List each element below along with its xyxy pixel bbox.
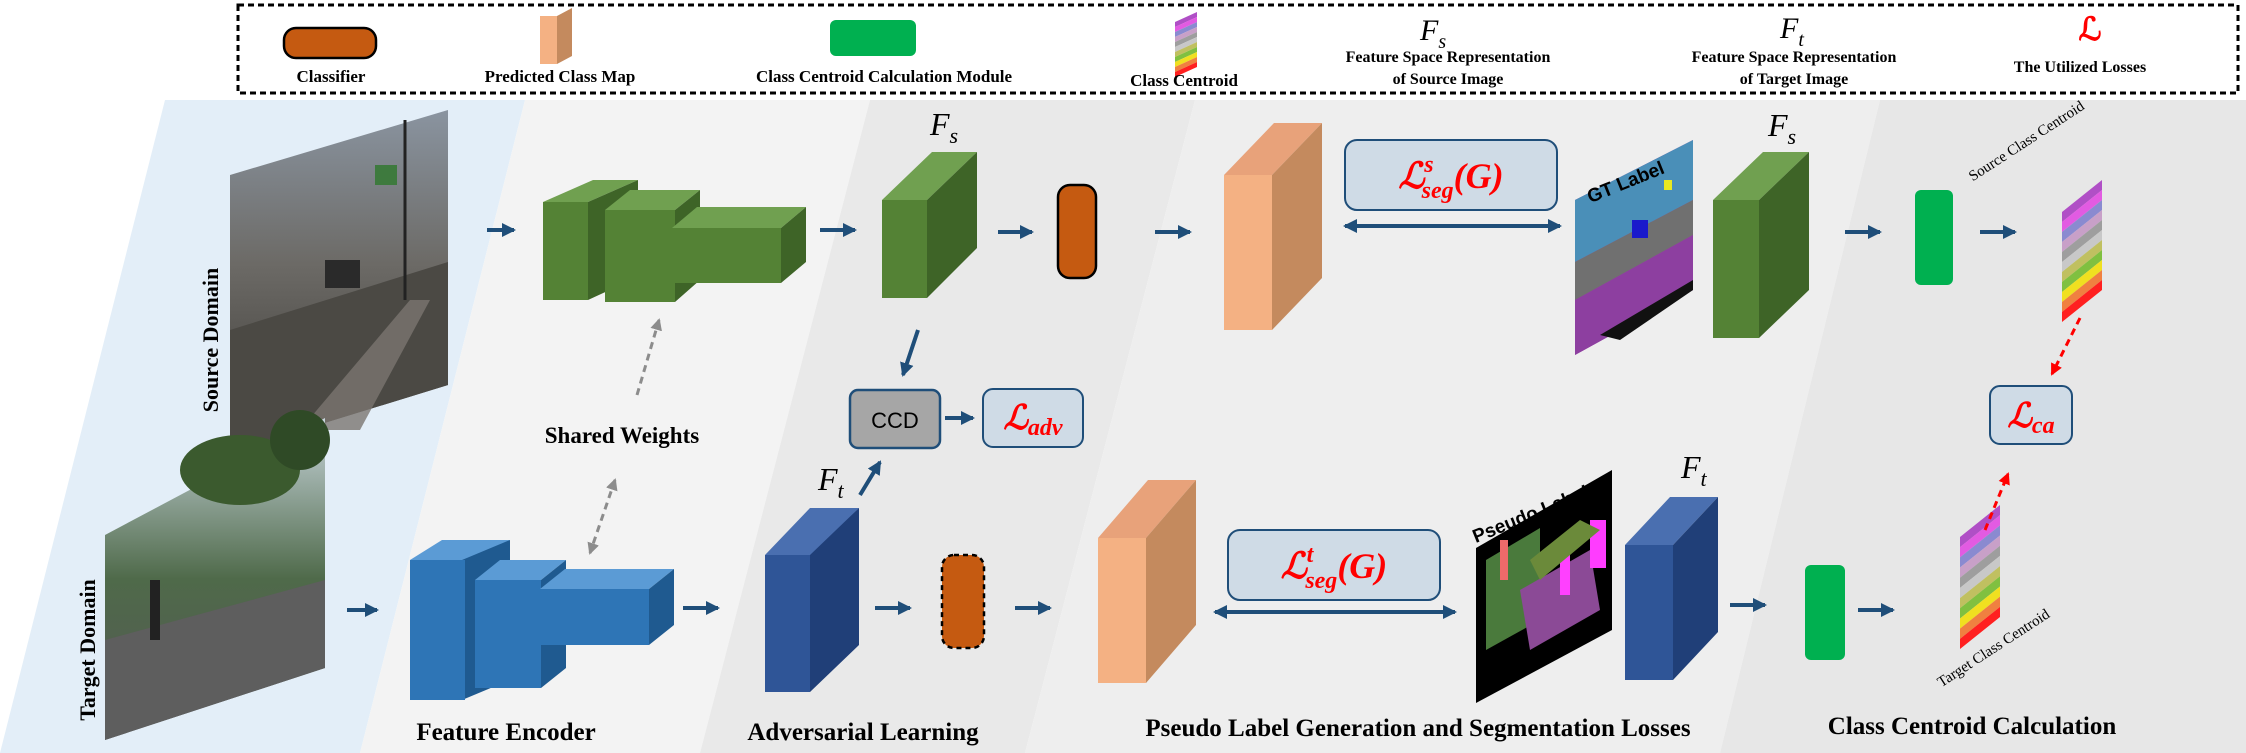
centroid-stripe [1175,57,1197,72]
centroid-stripe [1960,596,2000,639]
target-classifier [940,553,986,650]
source-domain-label: Source Domain [198,268,223,412]
adv-loss-box [982,388,1084,448]
centroid-stripe [2062,190,2102,232]
centroid-stripe [1960,586,2000,629]
centroid-stripe [1175,62,1197,77]
source-to-ca-arrow [2050,317,2082,376]
centroid-stripe [1960,525,2000,568]
centroid-stripe [1175,32,1197,47]
centroid-stripe [1175,22,1197,37]
centroid-stripe [2062,280,2102,322]
stage-pseudo-label: Pseudo Label Generation and Segmentation… [1145,715,1690,742]
class-map-legend-icon [540,16,557,64]
fs-label: Fs [929,106,958,148]
centroid-stripe [1960,545,2000,588]
centroid-stripe [2062,270,2102,312]
ft-label-2: Ft [1680,449,1708,491]
ft-feature-map [765,508,859,692]
legend-ft-symbol: Ft [1779,12,1804,51]
centroid-stripe [1960,555,2000,599]
centroid-stripe [2062,210,2102,252]
centroid-stripe [1175,47,1197,62]
pseudo-label-image [1476,470,1612,703]
legend-loss-symbol: ℒ [2078,11,2101,47]
arrow-fs-to-ccd [900,329,920,377]
ft-label: Ft [817,461,845,503]
ccd-label: CCD [871,408,919,433]
centroid-stripe [2062,200,2102,242]
centroid-stripe [1175,42,1197,57]
stage-adversarial-learning: Adversarial Learning [747,719,979,746]
centroid-stripe [2062,240,2102,282]
flow-arrows [347,223,2017,617]
centroid-stripe [2062,230,2102,272]
class-centroid-legend-icon [1175,12,1197,77]
source-image [230,110,448,452]
centroid-stripe [2062,180,2102,222]
seg-t-loss-box [1227,529,1441,601]
centroid-stripe [1175,52,1197,67]
legend-ccc-label: Class Centroid Calculation Module [756,67,1013,86]
fs-feature-map [882,152,977,298]
fs-label-2: Fs [1767,107,1796,149]
ccc-module-legend-icon [830,20,916,56]
target-image [105,410,330,740]
ft-feature-map-2 [1625,497,1718,680]
gt-label-image [1575,140,1693,355]
centroid-stripe [1175,12,1197,27]
target-domain-label: Target Domain [75,579,100,721]
ccd-box [848,388,942,450]
classifier-legend-icon [282,26,378,60]
fs-feature-map-2 [1713,152,1809,338]
legend-ft-desc-2: of Target Image [1740,71,1848,88]
centroid-stripe [2062,260,2102,302]
target-encoder-block [410,540,674,700]
shared-weights-label: Shared Weights [545,423,699,448]
source-classifier [1056,183,1098,280]
centroid-stripe [2062,220,2102,262]
ca-loss-label: ℒca [2007,398,2054,439]
legend-ft-desc-1: Feature Space Representation [1692,49,1897,66]
centroid-stripe [1960,566,2000,609]
shared-weights-arrow-down [587,478,618,555]
centroid-stripe [1960,576,2000,619]
centroid-stripe [1175,27,1197,42]
centroid-stripe [2062,250,2102,292]
centroid-stripe [1960,606,2000,649]
shared-weights-arrow-up [635,318,662,396]
centroid-stripe [1175,17,1197,32]
adv-loss-label: ℒadv [1003,400,1063,441]
legend-fs-desc-2: of Source Image [1393,71,1504,88]
class-map-legend-icon-side [557,8,572,64]
centroid-stripe [1960,515,2000,558]
source-class-map [1224,123,1322,330]
target-ccc-module [1805,565,1845,660]
arrow-ft-to-ccd [858,460,882,497]
legend-centroid-label: Class Centroid [1130,71,1238,90]
centroid-stripe [1960,535,2000,578]
stage-class-centroid: Class Centroid Calculation [1828,713,2117,740]
source-class-centroid [2062,180,2102,322]
target-class-centroid [1960,505,2000,649]
target-class-map [1098,480,1196,683]
centroid-stripe [1175,37,1197,52]
ca-loss-box [1989,385,2073,445]
stage-feature-encoder: Feature Encoder [416,719,595,746]
legend-fs-desc-1: Feature Space Representation [1346,49,1551,66]
target-to-ca-arrow [1983,472,2010,531]
seg-s-loss-box [1344,139,1558,211]
panel-centroid [1720,100,2246,753]
legend-fs-symbol: Fs [1419,14,1446,53]
legend-loss-desc: The Utilized Losses [2014,59,2146,76]
legend-class-map-label: Predicted Class Map [485,67,636,86]
source-ccc-module [1915,190,1953,285]
source-encoder-block [543,180,806,302]
legend: Classifier Predicted Class Map Class Cen… [236,3,2240,95]
legend-classifier-label: Classifier [297,67,366,86]
